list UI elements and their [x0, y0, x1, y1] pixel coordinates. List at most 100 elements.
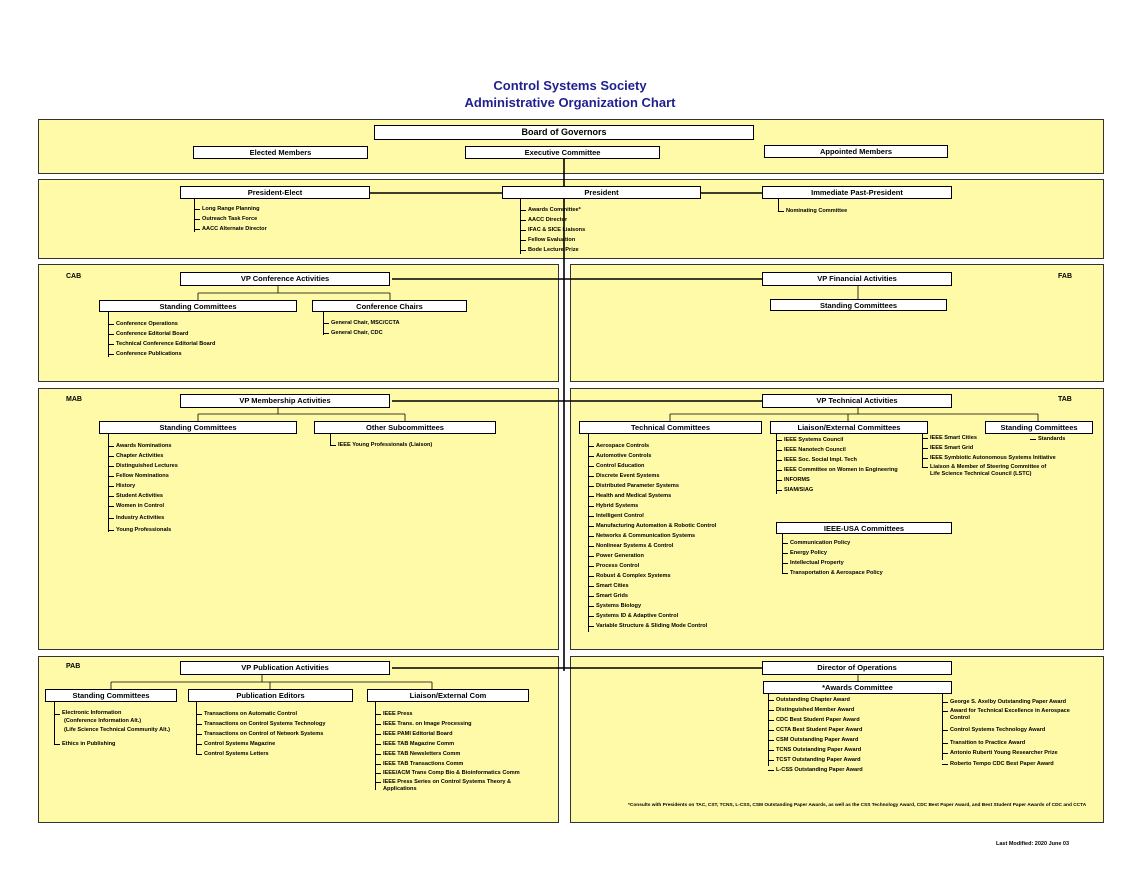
list-item: Smart Grids: [588, 591, 716, 601]
list-item: Fellow Nominations: [108, 471, 178, 481]
list-item: Systems Biology: [588, 601, 716, 611]
awards-left-list: Outstanding Chapter Award Distinguished …: [768, 695, 863, 775]
list-item: Ethics in Publishing: [54, 739, 170, 749]
list-item: Conference Editorial Board: [108, 329, 215, 339]
list-item: CDC Best Student Paper Award: [768, 715, 863, 725]
liaison-list-b: IEEE Smart Cities IEEE Smart Grid IEEE S…: [922, 433, 1056, 479]
list-item: IEEE TAB Newsletters Comm: [375, 749, 543, 759]
president-elect-list: Long Range Planning Outreach Task Force …: [194, 204, 267, 234]
pab-panel: [38, 656, 559, 823]
awards-right-list: George S. Axelby Outstanding Paper Award…: [942, 697, 1070, 769]
list-item: (Conference Information Alt.): [64, 718, 142, 724]
chart-title: Control Systems Society: [493, 78, 647, 93]
list-item: Outstanding Chapter Award: [768, 695, 863, 705]
mab-standing-box: Standing Committees: [99, 421, 297, 434]
list-item: INFORMS: [776, 475, 898, 485]
list-item: Antonio Ruberti Young Researcher Prize: [942, 748, 1070, 758]
list-item: Outreach Task Force: [194, 214, 267, 224]
list-item: IEEE Press Series on Control Systems The…: [375, 778, 518, 794]
fab-tag: FAB: [1058, 273, 1072, 280]
list-item: Nominating Committee: [778, 206, 847, 216]
conference-chairs-box: Conference Chairs: [312, 300, 467, 312]
list-item: IEEE TAB Transactions Comm: [375, 759, 543, 769]
list-item: CSM Outstanding Paper Award: [768, 735, 863, 745]
mab-standing-tree: [108, 434, 109, 532]
president-elect-tree: [194, 199, 195, 232]
list-item: Aerospace Controls: [588, 441, 716, 451]
list-item: IEEE Young Professionals (Liaison): [330, 440, 432, 450]
mab-tag: MAB: [66, 396, 82, 403]
past-president-tree: [778, 199, 779, 211]
publication-editors-tree: [196, 702, 197, 755]
president-tree: [520, 199, 521, 254]
cab-standing-list: Conference Operations Conference Editori…: [108, 319, 215, 359]
list-item: Industry Activities: [108, 513, 178, 523]
ieee-usa-box: IEEE-USA Committees: [776, 522, 952, 534]
list-item: Distributed Parameter Systems: [588, 481, 716, 491]
president-box: President: [502, 186, 701, 199]
vp-financial-box: VP Financial Activities: [762, 272, 952, 286]
vp-publication-box: VP Publication Activities: [180, 661, 390, 675]
list-item: IEEE Systems Council: [776, 435, 898, 445]
tab-standing-box: Standing Committees: [985, 421, 1093, 434]
list-item: Networks & Communication Systems: [588, 531, 716, 541]
technical-committees-list: Aerospace Controls Automotive Controls C…: [588, 441, 716, 631]
pab-standing-box: Standing Committees: [45, 689, 177, 702]
list-item: CCTA Best Student Paper Award: [768, 725, 863, 735]
list-item: Manufacturing Automation & Robotic Contr…: [588, 521, 716, 531]
liaison-tree-b: [922, 434, 923, 468]
list-item: History: [108, 481, 178, 491]
list-item: Bode Lecture Prize: [520, 245, 585, 255]
list-item: IFAC & SICE Liaisons: [520, 225, 585, 235]
cab-tag: CAB: [66, 273, 82, 280]
list-item: Communication Policy: [782, 538, 883, 548]
tab-standing-list: Standards: [1030, 434, 1065, 444]
list-item: IEEE TAB Magazine Comm: [375, 739, 543, 749]
list-item: Process Control: [588, 561, 716, 571]
vp-membership-box: VP Membership Activities: [180, 394, 390, 408]
ieee-usa-list: Communication Policy Energy Policy Intel…: [782, 538, 883, 578]
list-item: IEEE Smart Grid: [922, 443, 1056, 453]
list-item: IEEE Symbiotic Autonomous Systems Initia…: [922, 453, 1056, 463]
list-item: Control Systems Magazine: [196, 739, 325, 749]
past-president-list: Nominating Committee: [778, 206, 847, 216]
list-item: Power Generation: [588, 551, 716, 561]
list-item: Automotive Controls: [588, 451, 716, 461]
list-item: Transition to Practice Award: [942, 738, 1070, 748]
list-item: Liaison & Member of Steering Committee o…: [922, 463, 1050, 479]
list-item: Discrete Event Systems: [588, 471, 716, 481]
elected-members-box: Elected Members: [193, 146, 368, 159]
list-item: Nonlinear Systems & Control: [588, 541, 716, 551]
list-item: Energy Policy: [782, 548, 883, 558]
director-of-operations-box: Director of Operations: [762, 661, 952, 675]
list-item: TCST Outstanding Paper Award: [768, 755, 863, 765]
list-item: AACC Director: [520, 215, 585, 225]
pab-liaison-box: Liaison/External Com: [367, 689, 529, 702]
list-item: Roberto Tempo CDC Best Paper Award: [942, 759, 1070, 769]
mab-standing-list: Awards Nominations Chapter Activities Di…: [108, 441, 178, 535]
technical-committees-tree: [588, 434, 589, 632]
president-elect-box: President-Elect: [180, 186, 370, 199]
conference-chairs-list: General Chair, MSC/CCTA General Chair, C…: [323, 318, 400, 338]
list-item: IEEE Trans. on Image Processing: [375, 719, 543, 729]
other-subcommittees-box: Other Subcommittees: [314, 421, 496, 434]
list-item: Intelligent Control: [588, 511, 716, 521]
awards-right-tree: [942, 694, 943, 760]
executive-committee-box: Executive Committee: [465, 146, 660, 159]
list-item: Technical Conference Editorial Board: [108, 339, 215, 349]
past-president-box: Immediate Past-President: [762, 186, 952, 199]
list-item: IEEE Soc. Social Impl. Tech: [776, 455, 898, 465]
publication-editors-box: Publication Editors: [188, 689, 353, 702]
tab-tag: TAB: [1058, 396, 1072, 403]
list-item: Intellectual Property: [782, 558, 883, 568]
list-item: Chapter Activities: [108, 451, 178, 461]
list-item: IEEE PAMI Editorial Board: [375, 729, 543, 739]
list-item: George S. Axelby Outstanding Paper Award: [942, 697, 1070, 707]
other-subcommittees-list: IEEE Young Professionals (Liaison): [330, 440, 432, 450]
list-item: TCNS Outstanding Paper Award: [768, 745, 863, 755]
list-item: Hybrid Systems: [588, 501, 716, 511]
list-item: Transactions on Control of Network Syste…: [196, 729, 325, 739]
list-item: Robust & Complex Systems: [588, 571, 716, 581]
cab-standing-box: Standing Committees: [99, 300, 297, 312]
list-item: Conference Publications: [108, 349, 215, 359]
